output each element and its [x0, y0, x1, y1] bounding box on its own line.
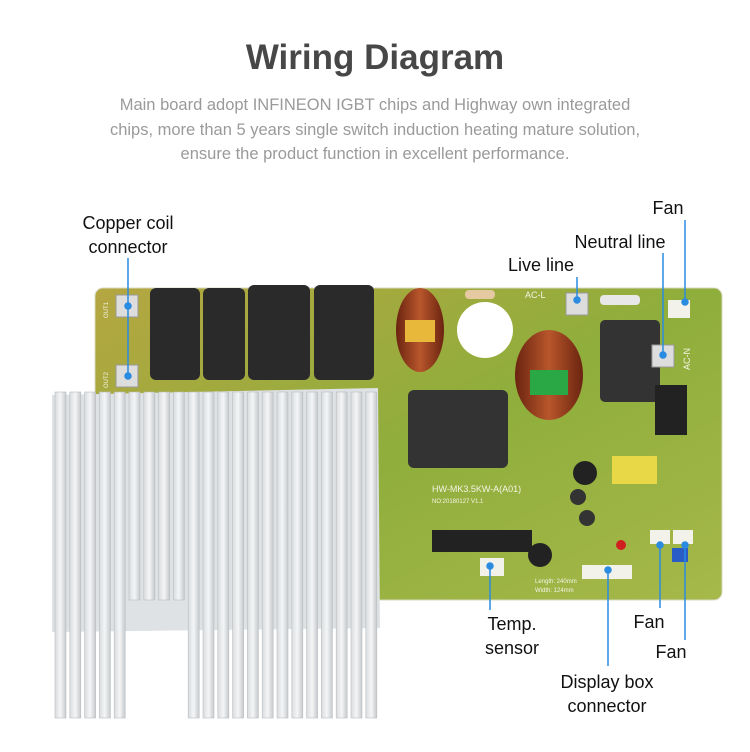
callout-lines [124, 220, 689, 666]
heatsink-fin [54, 391, 67, 719]
out1-text: OUT1 [104, 301, 110, 318]
fan-top-label: Fan [652, 198, 684, 218]
aluminum-heatsink [52, 388, 380, 719]
description: Main board adopt INFINEON IGBT chips and… [60, 93, 690, 167]
description-line: ensure the product function in excellent… [180, 145, 570, 163]
heatsink-fin [158, 391, 170, 601]
heatsink-fin [247, 391, 259, 719]
out2-text: OUT2 [104, 371, 110, 388]
heatsink-fin [261, 391, 274, 719]
description-line: chips, more than 5 years single switch i… [109, 120, 641, 139]
heatsink-fin [350, 391, 363, 719]
heatsink-fin [113, 391, 126, 719]
fan-bottom-right-label: Fan [655, 642, 687, 662]
page-title: Wiring Diagram [245, 38, 505, 77]
screw-terminals [115, 292, 675, 388]
heatsink-fin [187, 391, 200, 719]
heatsink-fin [365, 391, 378, 719]
heatsink-fin [84, 391, 96, 719]
heatsink-fin [321, 391, 333, 719]
heatsink-fin [306, 391, 318, 719]
fan-bottom-left-label: Fan [633, 612, 665, 632]
neutral-line-label: Neutral line [574, 232, 666, 252]
white-connectors [480, 300, 693, 579]
board-hole [457, 302, 513, 358]
heatsink-fin [232, 391, 244, 719]
heatsink-fin [99, 391, 111, 719]
inductor-coils [396, 288, 583, 420]
description-line: Main board adopt INFINEON IGBT chips and… [119, 96, 631, 114]
black-capacitors [150, 285, 687, 468]
board-serial-text: NO:20180127 V1.1 [432, 499, 484, 505]
heatsink-fin [202, 391, 215, 719]
heatsink-fin [128, 391, 141, 601]
small-components [432, 290, 657, 567]
heatsink-fin [335, 391, 348, 719]
ac-l-text: AC-L [525, 290, 546, 300]
temp-sensor-label: Temp.sensor [484, 614, 540, 658]
ac-n-text: AC-N [682, 348, 692, 370]
heatsink-fin [143, 391, 156, 601]
heatsink-fin [217, 391, 230, 719]
heatsink-fin [291, 391, 304, 719]
length-text: Length: 240mm [535, 579, 577, 585]
heatsink-fin [276, 391, 289, 719]
board-model-text: HW-MK3.5KW-A(A01) [432, 484, 521, 494]
live-line-label: Live line [507, 255, 575, 275]
heatsink-fin [69, 391, 82, 719]
heatsink-fin [173, 391, 185, 601]
width-text: Width: 124mm [535, 588, 574, 594]
